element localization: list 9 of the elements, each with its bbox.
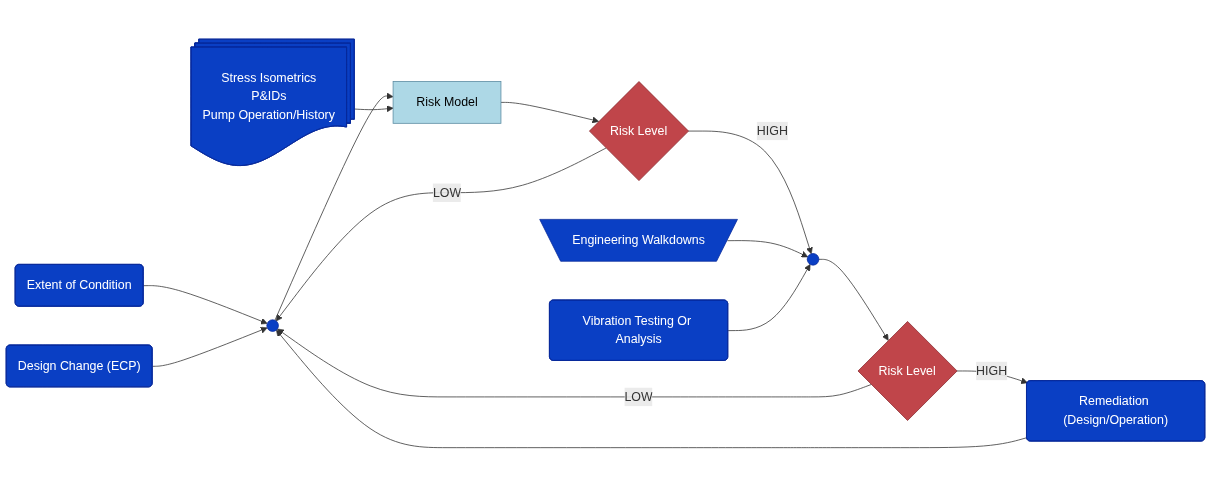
edge-label: LOW xyxy=(624,390,653,404)
node-circle xyxy=(266,319,279,332)
node-diamond: Risk Level xyxy=(857,321,958,421)
edge-label: HIGH xyxy=(976,364,1008,378)
node-circle xyxy=(806,253,820,266)
node-diamond: Risk Level xyxy=(589,81,689,182)
edge-label: LOW xyxy=(432,185,462,199)
edge-label: HIGH xyxy=(756,124,788,138)
node-box: Risk Model xyxy=(392,81,502,124)
